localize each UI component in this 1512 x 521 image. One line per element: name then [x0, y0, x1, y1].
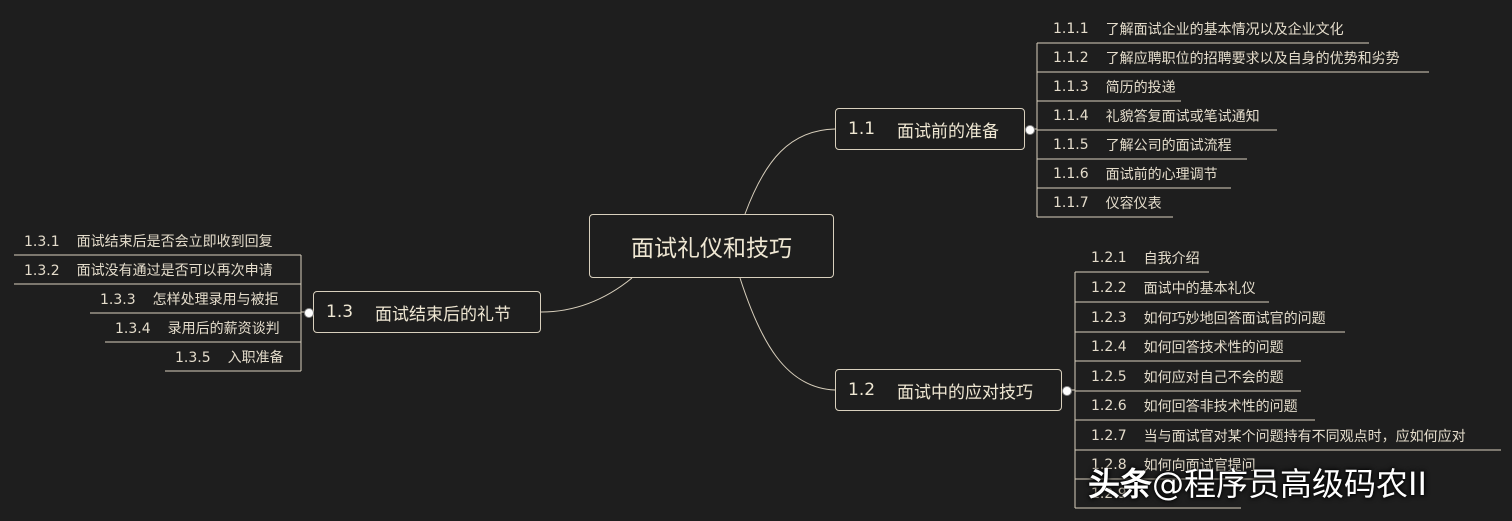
- leaf-number: 1.3.5: [175, 349, 211, 366]
- leaf-number: 1.2.5: [1091, 368, 1127, 385]
- leaf-1-3-1[interactable]: 1.3.1 面试结束后是否会立即收到回复: [14, 226, 300, 255]
- leaf-1-1-4[interactable]: 1.1.4 礼貌答复面试或笔试通知: [1037, 101, 1293, 130]
- leaf-1-1-3[interactable]: 1.1.3 简历的投递: [1037, 72, 1197, 101]
- leaf-label: 面试前的心理调节: [1105, 166, 1218, 183]
- leaf-1-3-3[interactable]: 1.3.3 怎样处理录用与被拒: [90, 284, 300, 313]
- leaf-number: 1.2.2: [1091, 279, 1127, 296]
- leaf-number: 1.2.1: [1091, 249, 1127, 266]
- leaf-1-2-5[interactable]: 1.2.5 如何应对自己不会的题: [1075, 362, 1317, 391]
- leaf-number: 1.1.5: [1053, 136, 1089, 153]
- leaf-label: 如何回答技术性的问题: [1143, 339, 1284, 356]
- leaf-number: 1.2.9: [1091, 485, 1127, 502]
- leaf-1-1-5[interactable]: 1.1.5 了解公司的面试流程: [1037, 130, 1263, 159]
- leaf-1-1-6[interactable]: 1.1.6 面试前的心理调节: [1037, 159, 1247, 188]
- leaf-number: 1.2.4: [1091, 338, 1127, 355]
- watermark-text: @程序员高级码农II: [1152, 465, 1427, 503]
- leaf-1-3-2[interactable]: 1.3.2 面试没有通过是否可以再次申请: [14, 255, 300, 284]
- leaf-wrap: 1.3.4 录用后的薪资谈判: [105, 318, 284, 338]
- branch-1-1-node[interactable]: 1.1 面试前的准备: [835, 108, 1025, 150]
- leaf-label: 面试没有通过是否可以再次申请: [76, 262, 273, 279]
- leaf-1-3-4[interactable]: 1.3.4 录用后的薪资谈判: [105, 313, 300, 342]
- leaf-1-1-1[interactable]: 1.1.1 了解面试企业的基本情况以及企业文化: [1037, 14, 1385, 43]
- leaf-label: 如何应对自己不会的题: [1143, 369, 1284, 386]
- branch-number: 1.2: [848, 380, 876, 400]
- leaf-1-2-8[interactable]: 1.2.8 如何向面试官提问: [1075, 450, 1291, 479]
- leaf-1-2-9[interactable]: 1.2.9: [1075, 479, 1257, 508]
- watermark-head: 头条: [1088, 465, 1153, 503]
- branch-label: 面试前的准备: [897, 121, 1000, 142]
- leaf-number: 1.1.7: [1053, 194, 1089, 211]
- leaf-1-1-7[interactable]: 1.1.7 仪容仪表: [1037, 188, 1189, 217]
- leaf-label: 仪容仪表: [1105, 195, 1162, 212]
- leaf-label: 自我介绍: [1143, 250, 1200, 267]
- branch-label: 面试中的应对技巧: [897, 382, 1034, 403]
- leaf-number: 1.2.8: [1091, 456, 1127, 473]
- connector-root-1-1: [744, 128, 836, 215]
- leaf-wrap: 1.3.5 入职准备: [165, 347, 284, 367]
- leaf-1-2-6[interactable]: 1.2.6 如何回答非技术性的问题: [1075, 391, 1331, 420]
- leaf-label: 如何向面试官提问: [1143, 457, 1256, 474]
- leaf-label: 录用后的薪资谈判: [167, 320, 280, 337]
- leaf-label: 简历的投递: [1105, 79, 1176, 96]
- root-node[interactable]: 面试礼仪和技巧: [589, 214, 834, 278]
- leaf-number: 1.2.3: [1091, 309, 1127, 326]
- leaf-1-2-7[interactable]: 1.2.7 当与面试官对某个问题持有不同观点时，应如何应对: [1075, 421, 1512, 450]
- leaf-label: 面试中的基本礼仪: [1143, 280, 1256, 297]
- collapse-toggle-1-2[interactable]: [1062, 386, 1072, 396]
- leaf-number: 1.3.2: [24, 262, 60, 279]
- watermark: 头条@程序员高级码农II: [1088, 459, 1427, 505]
- leaf-1-2-4[interactable]: 1.2.4 如何回答技术性的问题: [1075, 332, 1317, 361]
- leaf-1-2-1[interactable]: 1.2.1 自我介绍: [1075, 243, 1225, 272]
- branch-1-2-node[interactable]: 1.2 面试中的应对技巧: [835, 369, 1062, 411]
- connector-root-1-3: [540, 277, 633, 313]
- leaf-label: 如何巧妙地回答面试官的问题: [1143, 310, 1326, 327]
- leaf-number: 1.3.3: [100, 291, 136, 308]
- leaf-number: 1.2.7: [1091, 427, 1127, 444]
- leaf-label: 当与面试官对某个问题持有不同观点时，应如何应对: [1143, 428, 1466, 445]
- leaf-wrap: 1.3.3 怎样处理录用与被拒: [90, 289, 284, 309]
- leaf-1-2-2[interactable]: 1.2.2 面试中的基本礼仪: [1075, 273, 1285, 302]
- leaf-number: 1.1.6: [1053, 165, 1089, 182]
- leaf-number: 1.1.2: [1053, 49, 1089, 66]
- leaf-number: 1.1.3: [1053, 78, 1089, 95]
- collapse-toggle-1-3[interactable]: [304, 308, 314, 318]
- leaf-1-3-5[interactable]: 1.3.5 入职准备: [165, 342, 300, 371]
- leaf-wrap: 1.3.1 面试结束后是否会立即收到回复: [14, 231, 284, 251]
- leaf-number: 1.2.6: [1091, 397, 1127, 414]
- collapse-toggle-1-1[interactable]: [1025, 125, 1035, 135]
- branch-1-3-node[interactable]: 1.3 面试结束后的礼节: [313, 291, 541, 333]
- leaf-wrap: 1.3.2 面试没有通过是否可以再次申请: [14, 260, 284, 280]
- leaf-1-2-3[interactable]: 1.2.3 如何巧妙地回答面试官的问题: [1075, 303, 1361, 332]
- root-label: 面试礼仪和技巧: [631, 236, 792, 262]
- leaf-1-1-2[interactable]: 1.1.2 了解应聘职位的招聘要求以及自身的优势和劣势: [1037, 43, 1445, 72]
- leaf-label: 礼貌答复面试或笔试通知: [1105, 108, 1260, 125]
- branch-number: 1.3: [326, 302, 354, 322]
- leaf-label: 怎样处理录用与被拒: [152, 291, 279, 308]
- branch-number: 1.1: [848, 119, 876, 139]
- leaf-label: 入职准备: [227, 349, 284, 366]
- leaf-number: 1.1.1: [1053, 20, 1089, 37]
- leaf-label: 了解公司的面试流程: [1105, 137, 1232, 154]
- leaf-label: 了解面试企业的基本情况以及企业文化: [1105, 21, 1344, 38]
- branch-label: 面试结束后的礼节: [375, 304, 512, 325]
- leaf-label: 如何回答非技术性的问题: [1143, 398, 1298, 415]
- leaf-number: 1.3.4: [115, 320, 151, 337]
- connector-root-1-2: [739, 277, 836, 391]
- leaf-number: 1.1.4: [1053, 107, 1089, 124]
- leaf-label: 面试结束后是否会立即收到回复: [76, 233, 273, 250]
- leaf-number: 1.3.1: [24, 233, 60, 250]
- leaf-label: 了解应聘职位的招聘要求以及自身的优势和劣势: [1105, 50, 1400, 67]
